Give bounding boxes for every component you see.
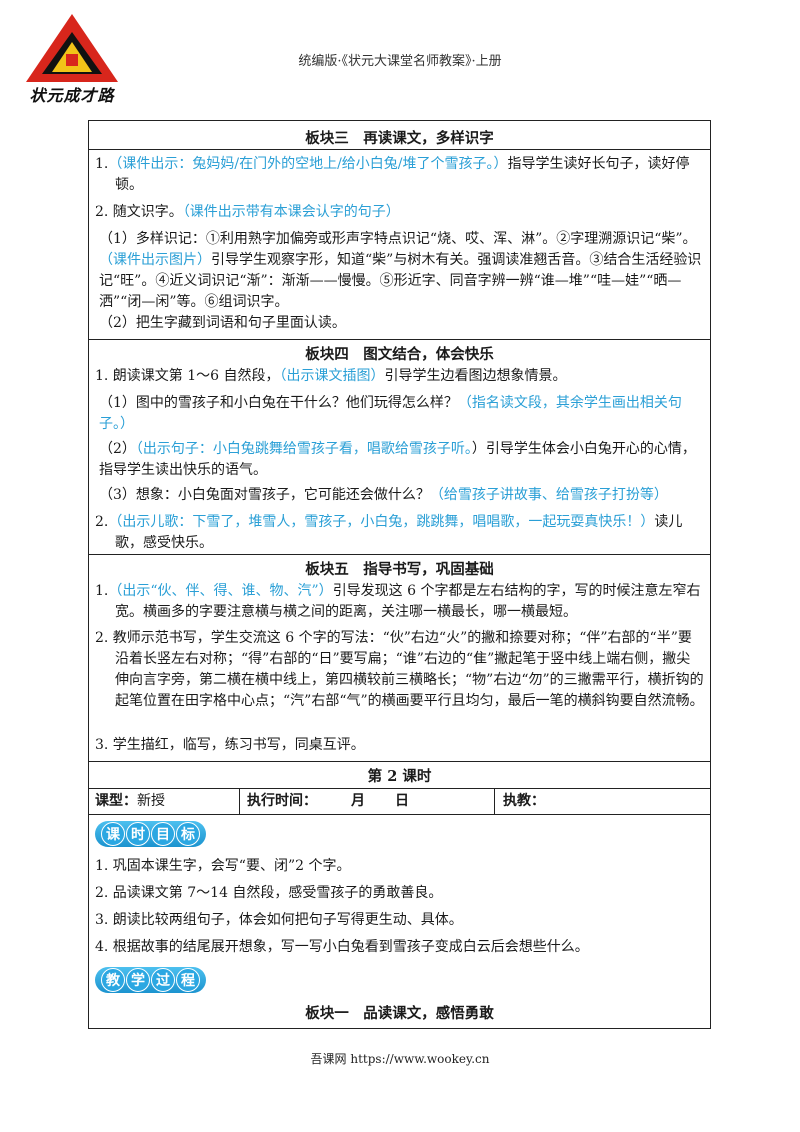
badge-char: 目	[151, 822, 175, 846]
sec4-item-2: 2.（出示儿歌：下雪了，堆雪人，雪孩子，小白兔，跳跳舞，唱唱歌，一起玩耍真快乐！…	[95, 512, 704, 554]
courseware-note: （出示儿歌：下雪了，堆雪人，雪孩子，小白兔，跳跳舞，唱唱歌，一起玩耍真快乐！）	[108, 514, 655, 530]
page-footer: 吾课网 https://www.wookey.cn	[310, 1052, 490, 1066]
lesson-2-title: 第 2 课时	[367, 768, 432, 785]
lesson-type-cell: 课型：新授	[95, 791, 235, 812]
sub-text: （1）图中的雪孩子和小白兔在干什么？他们玩得怎么样？	[99, 395, 458, 411]
sub-text: 引导学生观察字形，知道“柴”与树木有关。强调读准翘舌音。③结合生活经验识记“旺”…	[99, 252, 702, 310]
brand-logo: 状元成才路	[22, 12, 122, 105]
goal-item: 4. 根据故事的结尾展开想象，写一写小白兔看到雪孩子变成白云后会想些什么。	[95, 939, 589, 955]
badge-char: 标	[176, 822, 200, 846]
section-3-title-row: 板块三 再读课文，多样识字	[89, 127, 710, 148]
divider	[89, 149, 710, 150]
sub-text: （2）	[99, 441, 136, 457]
lesson-2-title-row: 第 2 课时	[89, 765, 710, 786]
sec5-item-3: 3. 学生描红，临写，练习书写，同桌互评。	[95, 737, 365, 753]
section-5-title: 板块五 指导书写，巩固基础	[305, 561, 494, 578]
sub-text: ）引导学生体会小白兔开心的心情，指导学生读出快乐的语气。	[99, 441, 696, 478]
teacher-cell: 执教：	[503, 791, 703, 812]
logo-text: 状元成才路	[29, 86, 115, 105]
sec4-sub-2: （2）（出示句子：小白兔跳舞给雪孩子看，唱歌给雪孩子听。）引导学生体会小白兔开心…	[99, 439, 702, 481]
courseware-note: （课件出示带有本课会认字的句子）	[182, 204, 400, 220]
courseware-note: （课件出示：兔妈妈/在门外的空地上/给小白兔/堆了个雪孩子。）	[108, 156, 508, 172]
badge-char: 教	[101, 968, 125, 992]
sec4-item-1: 1. 朗读课文第 1～6 自然段，（出示课文插图）引导学生边看图边想象情景。	[95, 366, 704, 387]
cell-divider	[239, 788, 240, 814]
badge-char: 程	[176, 968, 200, 992]
item-text: 引导发现这 6 个字都是左右结构的字，写的时候注意左窄右宽。横画多的字要注意横与…	[115, 583, 701, 620]
section-3-title: 板块三 再读课文，多样识字	[305, 130, 494, 147]
item-text: 读儿歌，感受快乐。	[115, 514, 683, 551]
sec5-item-2: 2. 教师示范书写，学生交流这 6 个字的写法：“伙”右边“火”的撇和捺要对称；…	[95, 630, 704, 709]
badge-char: 课	[101, 822, 125, 846]
item-number: 1.	[95, 156, 109, 172]
item-text: 引导学生边看图边想象情景。	[384, 368, 567, 384]
badge-char: 学	[126, 968, 150, 992]
divider	[89, 554, 710, 555]
sec4-sub-3: （3）想象：小白兔面对雪孩子，它可能还会做什么？（给雪孩子讲故事、给雪孩子打扮等…	[99, 485, 702, 506]
sub-text: （1）多样识记：①利用熟字加偏旁或形声字特点识记“烧、哎、浑、淋”。②字理溯源识…	[99, 231, 697, 247]
sec5-item-1: 1.（出示“伙、伴、得、谁、物、汽”）引导发现这 6 个字都是左右结构的字，写的…	[95, 581, 704, 623]
divider	[89, 814, 710, 815]
item-text: 指导学生读好长句子，读好停顿。	[115, 156, 690, 193]
sec3-item-2: 2. 随文识字。（课件出示带有本课会认字的句子）	[95, 202, 704, 223]
lesson-type-value: 新授	[137, 793, 165, 809]
badge-char: 过	[151, 968, 175, 992]
lesson-table: 板块三 再读课文，多样识字 1.（课件出示：兔妈妈/在门外的空地上/给小白兔/堆…	[88, 120, 711, 1029]
sec4-sub-1: （1）图中的雪孩子和小白兔在干什么？他们玩得怎么样？（指名读文段，其余学生画出相…	[99, 393, 702, 435]
sec3-sub-1: （1）多样识记：①利用熟字加偏旁或形声字特点识记“烧、哎、浑、淋”。②字理溯源识…	[99, 229, 702, 313]
lesson-goals-badge: 课 时 目 标	[95, 821, 206, 847]
teaching-process-badge: 教 学 过 程	[95, 967, 206, 993]
section-4-title: 板块四 图文结合，体会快乐	[305, 346, 494, 363]
teacher-label: 执教：	[503, 793, 545, 809]
logo-triangle-icon	[26, 14, 118, 82]
badge-char: 时	[126, 822, 150, 846]
courseware-note: （出示课文插图）	[279, 368, 385, 384]
divider	[89, 788, 710, 789]
month-label: 月	[351, 793, 365, 809]
item-number: 2.	[95, 514, 109, 530]
goal-item: 2. 品读课文第 7～14 自然段，感受雪孩子的勇敢善良。	[95, 885, 443, 901]
courseware-note: （课件出示图片）	[99, 252, 211, 268]
divider	[89, 761, 710, 762]
execution-time-cell: 执行时间： 月 日	[247, 791, 487, 812]
courseware-note: （出示“伙、伴、得、谁、物、汽”）	[108, 583, 333, 599]
courseware-note: （指名读文段，其余学生画出相关句子。）	[99, 395, 682, 432]
item-text: 2. 随文识字。	[95, 204, 183, 220]
section-4-title-row: 板块四 图文结合，体会快乐	[89, 343, 710, 364]
lesson-type-label: 课型：	[95, 793, 137, 809]
item-number: 1.	[95, 583, 109, 599]
sub-text: （3）想象：小白兔面对雪孩子，它可能还会做什么？	[99, 487, 430, 503]
sec3-sub-2: （2）把生字藏到词语和句子里面认读。	[99, 315, 346, 331]
section-5-title-row: 板块五 指导书写，巩固基础	[89, 558, 710, 579]
divider	[89, 339, 710, 340]
cell-divider	[494, 788, 495, 814]
courseware-note: （给雪孩子讲故事、给雪孩子打扮等）	[429, 487, 668, 503]
sec3-item-1: 1.（课件出示：兔妈妈/在门外的空地上/给小白兔/堆了个雪孩子。）指导学生读好长…	[95, 154, 704, 196]
process-section-1-title-row: 板块一 品读课文，感悟勇敢	[89, 1002, 710, 1023]
page-header-title: 统编版·《状元大课堂名师教案》·上册	[298, 54, 502, 69]
execution-time-label: 执行时间：	[247, 793, 317, 809]
goal-item: 3. 朗读比较两组句子，体会如何把句子写得更生动、具体。	[95, 912, 463, 928]
item-text: 1. 朗读课文第 1～6 自然段，	[95, 368, 280, 384]
day-label: 日	[395, 793, 409, 809]
courseware-note: （出示句子：小白兔跳舞给雪孩子看，唱歌给雪孩子听。	[135, 441, 472, 457]
process-section-1-title: 板块一 品读课文，感悟勇敢	[305, 1005, 494, 1022]
goal-item: 1. 巩固本课生字，会写“要、闭”2 个字。	[95, 858, 351, 874]
